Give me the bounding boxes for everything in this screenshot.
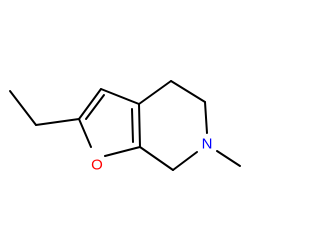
- bond-c2-o: [78, 118, 92, 148]
- atom-oxygen-label: O: [91, 157, 103, 174]
- bond-c3a-c4: [138, 80, 172, 105]
- bond-c5-n: [204, 101, 208, 134]
- bond-ethyl-ch2-c2: [35, 118, 80, 126]
- bond-c4-c5: [170, 80, 206, 103]
- atom-nitrogen-label: N: [202, 136, 213, 153]
- bond-o-c7a: [104, 146, 141, 157]
- bond-c3-c3a: [100, 88, 140, 105]
- bond-c7-c7a: [139, 146, 174, 171]
- bond-c2-c3-double: [85, 94, 105, 120]
- bond-c2-c3: [78, 88, 102, 120]
- bond-c3a-c7a: [138, 103, 141, 148]
- bond-c3a-c7a-double: [131, 108, 134, 143]
- bond-n-methyl: [216, 150, 241, 167]
- bond-n-c7: [172, 151, 198, 171]
- bond-ethyl-ch3-ch2: [9, 90, 37, 126]
- molecule-structure: O N: [9, 80, 241, 174]
